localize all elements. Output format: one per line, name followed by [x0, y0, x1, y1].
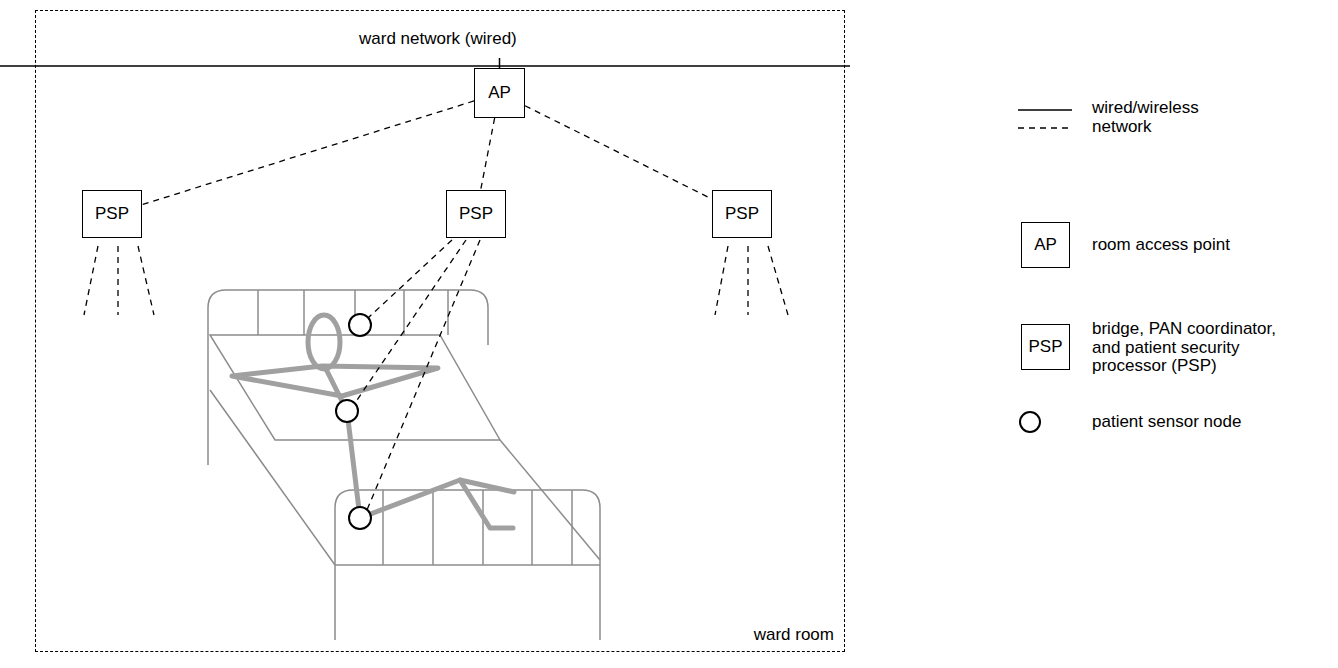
drawing-line — [531, 490, 533, 565]
drawing-ellipse — [308, 315, 340, 369]
drawing-line — [447, 290, 449, 335]
legend-text: room access point — [1092, 236, 1312, 255]
sensor-links — [355, 240, 480, 510]
psp-box: PSP — [446, 190, 506, 238]
region-label: ward room — [754, 626, 834, 645]
network-label: ward network (wired) — [357, 30, 519, 49]
bed-drawing — [208, 290, 600, 640]
drawing-polygon — [210, 335, 500, 440]
wireless-link — [525, 106, 712, 199]
drawing-circle — [349, 507, 371, 529]
legend-samples — [1018, 110, 1072, 432]
legend-sample-label: PSP — [1028, 338, 1062, 357]
drawing-line — [747, 246, 748, 315]
wireless-link — [481, 118, 495, 190]
psp-box: PSP — [82, 190, 142, 238]
legend-text: bridge, PAN coordinator, and patient sec… — [1092, 320, 1297, 376]
drawing-line — [257, 290, 259, 335]
drawing-line — [303, 290, 305, 335]
drawing-line — [1018, 109, 1072, 111]
drawing-line — [768, 246, 788, 315]
legend-sample-label: AP — [1034, 236, 1057, 255]
drawing-line — [500, 440, 600, 560]
ward-network-line — [0, 58, 850, 68]
drawing-line — [355, 240, 466, 403]
wireless-link — [142, 101, 474, 205]
access-point-box: AP — [474, 68, 525, 118]
ward-room-region: ward room AP PSP PSP PSP — [35, 10, 845, 652]
drawing-circle — [1020, 412, 1040, 432]
legend-sample-box: PSP — [1021, 324, 1070, 370]
box-label: PSP — [725, 205, 759, 224]
drawing-line — [367, 240, 480, 510]
drawing-line — [432, 490, 434, 565]
drawing-line — [499, 58, 501, 68]
legend-text: wired/wireless network — [1092, 99, 1232, 136]
drawing-circle — [336, 400, 358, 422]
box-label: PSP — [459, 205, 493, 224]
wireless-rays — [84, 246, 788, 315]
sensor-node — [336, 314, 371, 529]
drawing-line — [335, 564, 600, 566]
legend-sample-box: AP — [1021, 222, 1070, 268]
drawing-line — [571, 490, 573, 565]
drawing-line — [138, 246, 154, 315]
box-label: PSP — [95, 205, 129, 224]
drawing-line — [0, 65, 850, 67]
drawing-line — [382, 490, 384, 565]
box-label: AP — [488, 84, 511, 103]
drawing-line — [210, 390, 335, 565]
drawing-path — [360, 480, 513, 528]
drawing-line — [1018, 127, 1072, 129]
legend-text: patient sensor node — [1092, 413, 1312, 432]
psp-box: PSP — [712, 190, 772, 238]
drawing-line — [715, 246, 728, 315]
drawing-line — [84, 246, 98, 315]
drawing-line — [482, 490, 484, 565]
drawing-circle — [349, 314, 371, 336]
drawing-line — [403, 290, 405, 335]
drawing-line — [117, 246, 118, 315]
drawing-path — [326, 369, 360, 518]
drawing-path — [460, 480, 514, 492]
